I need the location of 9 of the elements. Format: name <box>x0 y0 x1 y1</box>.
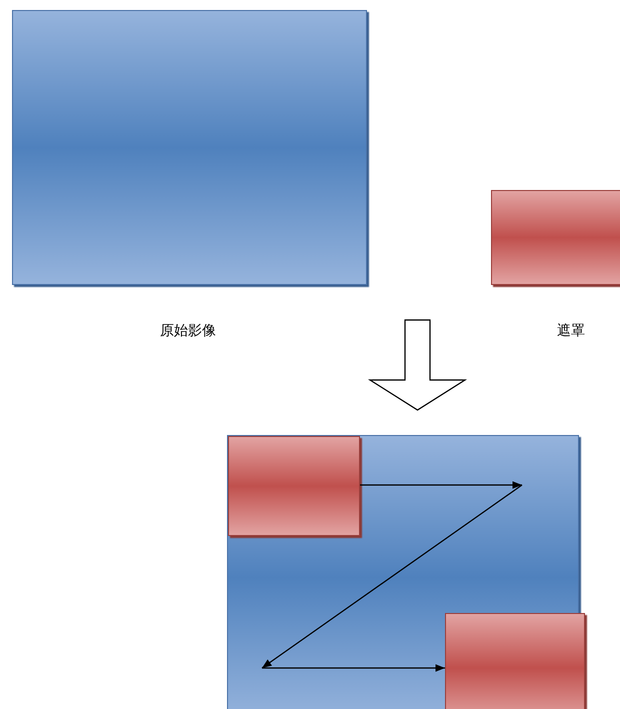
caption-text: 原始影像 <box>160 322 216 340</box>
mask-box <box>228 436 360 536</box>
image-box <box>12 10 367 285</box>
mask-box <box>445 613 585 709</box>
arrow <box>262 664 445 672</box>
mask-box <box>491 190 620 285</box>
caption-text: 遮罩 <box>557 322 585 340</box>
arrow <box>360 481 522 489</box>
block-arrow <box>368 319 468 411</box>
